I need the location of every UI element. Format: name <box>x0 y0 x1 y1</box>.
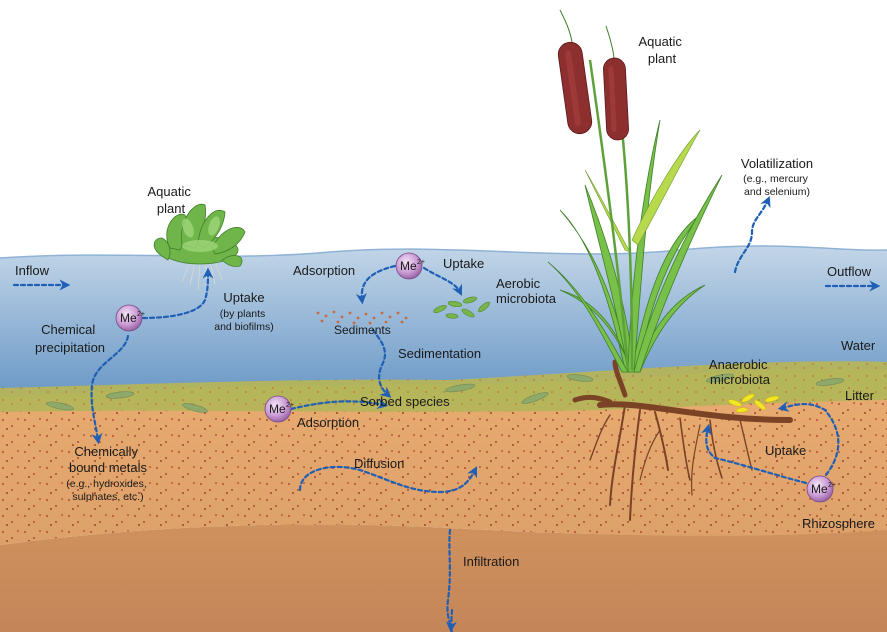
label-outflow: Outflow <box>827 264 872 279</box>
svg-text:2+: 2+ <box>417 259 425 266</box>
svg-text:Me: Me <box>811 482 828 496</box>
label-chemically-bound-note: (e.g., hydroxides, sulphates, etc.) <box>66 478 149 503</box>
label-sorbed-species: Sorbed species <box>360 394 450 409</box>
svg-text:2+: 2+ <box>828 482 836 489</box>
subsoil-layer <box>0 524 887 632</box>
label-infiltration: Infiltration <box>463 554 519 569</box>
label-adsorption-soil: Adsorption <box>297 415 359 430</box>
svg-text:2+: 2+ <box>286 402 294 409</box>
label-aquatic-plant-left: Aquatic plant <box>148 184 195 216</box>
label-litter: Litter <box>845 388 875 403</box>
infiltration-arrow-down <box>451 610 452 628</box>
svg-text:2+: 2+ <box>137 311 145 318</box>
label-adsorption-water: Adsorption <box>293 263 355 278</box>
label-rhizosphere: Rhizosphere <box>802 516 875 531</box>
label-chemically-bound-metals: Chemically bound metals <box>69 444 148 475</box>
label-sediments: Sediments <box>334 323 391 337</box>
label-uptake-water: Uptake <box>443 256 484 271</box>
svg-text:Me: Me <box>400 259 417 273</box>
label-anaerobic-microbiota: Anaerobic microbiota <box>709 357 771 387</box>
svg-text:Me: Me <box>269 402 286 416</box>
label-uptake-plants-note: (by plants and biofilms) <box>214 308 274 333</box>
label-sedimentation: Sedimentation <box>398 346 481 361</box>
label-aquatic-plant-right: Aquatic plant <box>639 34 686 66</box>
label-inflow: Inflow <box>15 263 50 278</box>
layers <box>0 246 887 632</box>
label-uptake-plants: Uptake <box>223 290 264 305</box>
label-diffusion: Diffusion <box>354 456 404 471</box>
label-volatilization: Volatilization <box>741 156 813 171</box>
label-uptake-roots: Uptake <box>765 443 806 458</box>
svg-text:Me: Me <box>120 311 137 325</box>
label-volatilization-note: (e.g., mercury and selenium) <box>743 173 811 198</box>
label-water: Water <box>841 338 876 353</box>
